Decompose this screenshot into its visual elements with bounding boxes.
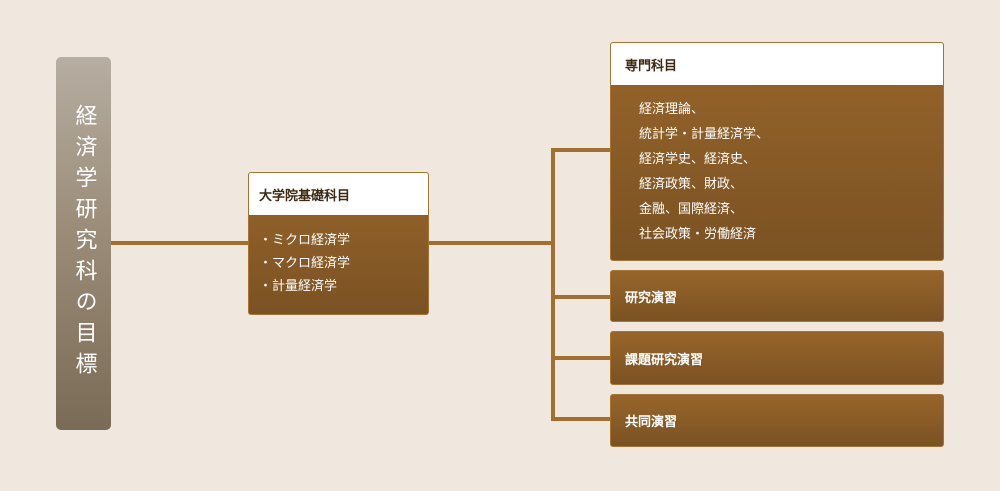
foundation-courses-title: 大学院基礎科目	[249, 173, 428, 215]
goal-box: 経済学研究科の目標	[56, 57, 111, 430]
specialized-course-item: 経済理論、	[639, 102, 705, 117]
specialized-course-item: 経済政策、財政、	[639, 177, 744, 192]
seminar-research: 研究演習	[610, 270, 944, 322]
connector-branch-seminar-2	[551, 356, 611, 360]
specialized-courses-title: 専門科目	[611, 43, 943, 85]
foundation-course-item: ・ミクロ経済学	[259, 233, 351, 248]
specialized-courses-card: 専門科目 経済理論、 統計学・計量経済学、 経済学史、経済史、 経済政策、財政、…	[610, 42, 944, 261]
foundation-course-item: ・計量経済学	[259, 279, 338, 294]
foundation-course-item: ・マクロ経済学	[259, 256, 351, 271]
connector-foundation-to-trunk	[428, 241, 554, 245]
connector-goal-to-foundation	[111, 241, 249, 245]
foundation-courses-card: 大学院基礎科目 ・ミクロ経済学 ・マクロ経済学 ・計量経済学	[248, 172, 429, 315]
seminar-joint: 共同演習	[610, 394, 944, 447]
connector-branch-specialized	[551, 148, 611, 152]
specialized-course-item: 統計学・計量経済学、	[639, 127, 770, 142]
specialized-course-item: 経済学史、経済史、	[639, 152, 757, 167]
connector-branch-seminar-1	[551, 295, 611, 299]
seminar-thesis-project: 課題研究演習	[610, 331, 944, 385]
specialized-courses-list: 経済理論、 統計学・計量経済学、 経済学史、経済史、 経済政策、財政、 金融、国…	[611, 85, 943, 247]
connector-branch-seminar-3	[551, 417, 611, 421]
connector-trunk-vertical	[551, 148, 555, 421]
foundation-courses-list: ・ミクロ経済学 ・マクロ経済学 ・計量経済学	[249, 215, 428, 298]
goal-label: 経済学研究科の目標	[71, 104, 97, 383]
specialized-course-item: 社会政策・労働経済	[639, 227, 757, 242]
specialized-course-item: 金融、国際経済、	[639, 202, 744, 217]
